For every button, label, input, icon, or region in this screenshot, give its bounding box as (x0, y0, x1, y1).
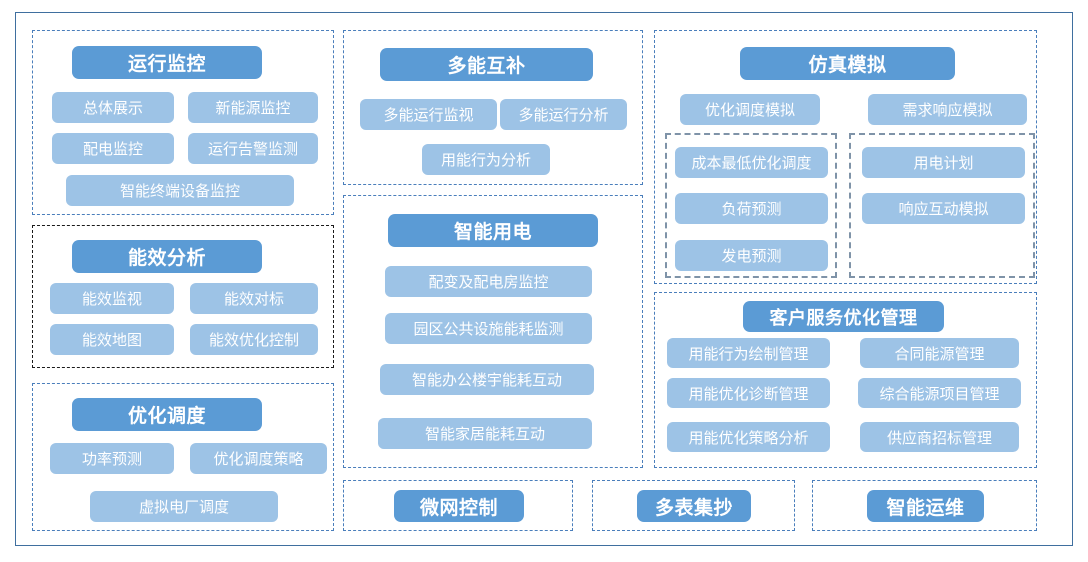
item-yongneng-xingwei-fenxi[interactable]: 用能行为分析 (422, 144, 550, 175)
item-nengxiao-jianshi[interactable]: 能效监视 (50, 283, 174, 314)
item-yongdian-jihua[interactable]: 用电计划 (862, 147, 1025, 178)
item-xuni-dianchang-diaodu[interactable]: 虚拟电厂调度 (90, 491, 278, 522)
item-peidian-jiankong[interactable]: 配电监控 (52, 133, 174, 164)
module-header-duoneng-hubu[interactable]: 多能互补 (380, 48, 593, 81)
module-header-yunxing-jiankong[interactable]: 运行监控 (72, 46, 262, 79)
item-yongneng-xingwei-huizhi-guanli[interactable]: 用能行为绘制管理 (667, 338, 830, 368)
item-xinnengyuan-jiankong[interactable]: 新能源监控 (188, 92, 318, 123)
item-fuhe-yuce[interactable]: 负荷预测 (675, 193, 828, 224)
item-hetong-nengyuan-guanli[interactable]: 合同能源管理 (860, 338, 1019, 368)
item-zhineng-bangong-louyu-nenghao-hudong[interactable]: 智能办公楼宇能耗互动 (380, 364, 594, 395)
module-fangzhen-moni[interactable] (654, 30, 1037, 284)
item-zhineng-zhongduan-shebei-jiankong[interactable]: 智能终端设备监控 (66, 175, 294, 206)
module-header-zhineng-yongdian[interactable]: 智能用电 (388, 214, 598, 247)
module-duoneng-hubu[interactable] (343, 30, 643, 185)
item-yongneng-youhua-celve-fenxi[interactable]: 用能优化策略分析 (667, 422, 830, 452)
module-zhineng-yunwei[interactable] (812, 480, 1037, 531)
item-nengxiao-youhua-kongzhi[interactable]: 能效优化控制 (190, 324, 318, 355)
module-yunxing-jiankong[interactable] (32, 30, 334, 215)
item-peibian-ji-peidianfang-jiankong[interactable]: 配变及配电房监控 (385, 266, 592, 297)
item-nengxiao-ditu[interactable]: 能效地图 (50, 324, 174, 355)
module-header-nengxiao-fenxi[interactable]: 能效分析 (72, 240, 262, 273)
subgroup-fangzhen-left[interactable] (665, 133, 837, 278)
module-header-fangzhen-moni[interactable]: 仿真模拟 (740, 47, 955, 80)
module-duobiao-jichao[interactable] (592, 480, 795, 531)
module-zhineng-yongdian[interactable] (343, 195, 643, 468)
item-yuanqu-gonggong-sheshi-nenghao-jiance[interactable]: 园区公共设施能耗监测 (385, 313, 592, 344)
module-weiwang-kongzhi[interactable] (343, 480, 573, 531)
diagram-outer-frame (15, 12, 1073, 546)
module-header-zhineng-yunwei[interactable]: 智能运维 (867, 490, 984, 522)
item-zonghe-nengyuan-xiangmu-guanli[interactable]: 综合能源项目管理 (858, 378, 1021, 408)
item-duoneng-yunxing-jianshi[interactable]: 多能运行监视 (360, 99, 497, 130)
item-yongneng-youhua-zhenduan-guanli[interactable]: 用能优化诊断管理 (667, 378, 830, 408)
item-gongyingshang-zhaobiao-guanli[interactable]: 供应商招标管理 (860, 422, 1019, 452)
module-header-youhua-diaodu[interactable]: 优化调度 (72, 398, 262, 431)
item-nengxiao-duibiao[interactable]: 能效对标 (190, 283, 318, 314)
module-header-kehu-fuwu[interactable]: 客户服务优化管理 (743, 301, 944, 332)
item-fadian-yuce[interactable]: 发电预测 (675, 240, 828, 271)
subgroup-fangzhen-right[interactable] (849, 133, 1035, 278)
item-yunxing-gaojing-jiance[interactable]: 运行告警监测 (188, 133, 318, 164)
module-youhua-diaodu[interactable] (32, 383, 334, 531)
item-duoneng-yunxing-fenxi[interactable]: 多能运行分析 (500, 99, 627, 130)
item-xuqiu-xiangying-moni[interactable]: 需求响应模拟 (868, 94, 1027, 125)
item-youhua-diaodu-celve[interactable]: 优化调度策略 (190, 443, 327, 474)
item-xiangying-hudong-moni[interactable]: 响应互动模拟 (862, 193, 1025, 224)
item-youhua-diaodu-moni[interactable]: 优化调度模拟 (680, 94, 820, 125)
module-header-duobiao-jichao[interactable]: 多表集抄 (637, 490, 751, 522)
item-gonglv-yuce[interactable]: 功率预测 (50, 443, 174, 474)
item-zhineng-jiaju-nenghao-hudong[interactable]: 智能家居能耗互动 (378, 418, 592, 449)
item-zongti-zhanshi[interactable]: 总体展示 (52, 92, 174, 123)
module-header-weiwang-kongzhi[interactable]: 微网控制 (394, 490, 524, 522)
module-nengxiao-fenxi[interactable] (32, 225, 334, 368)
module-kehu-fuwu[interactable] (654, 292, 1037, 468)
item-chengben-zuidi-youhua-diaodu[interactable]: 成本最低优化调度 (675, 147, 828, 178)
